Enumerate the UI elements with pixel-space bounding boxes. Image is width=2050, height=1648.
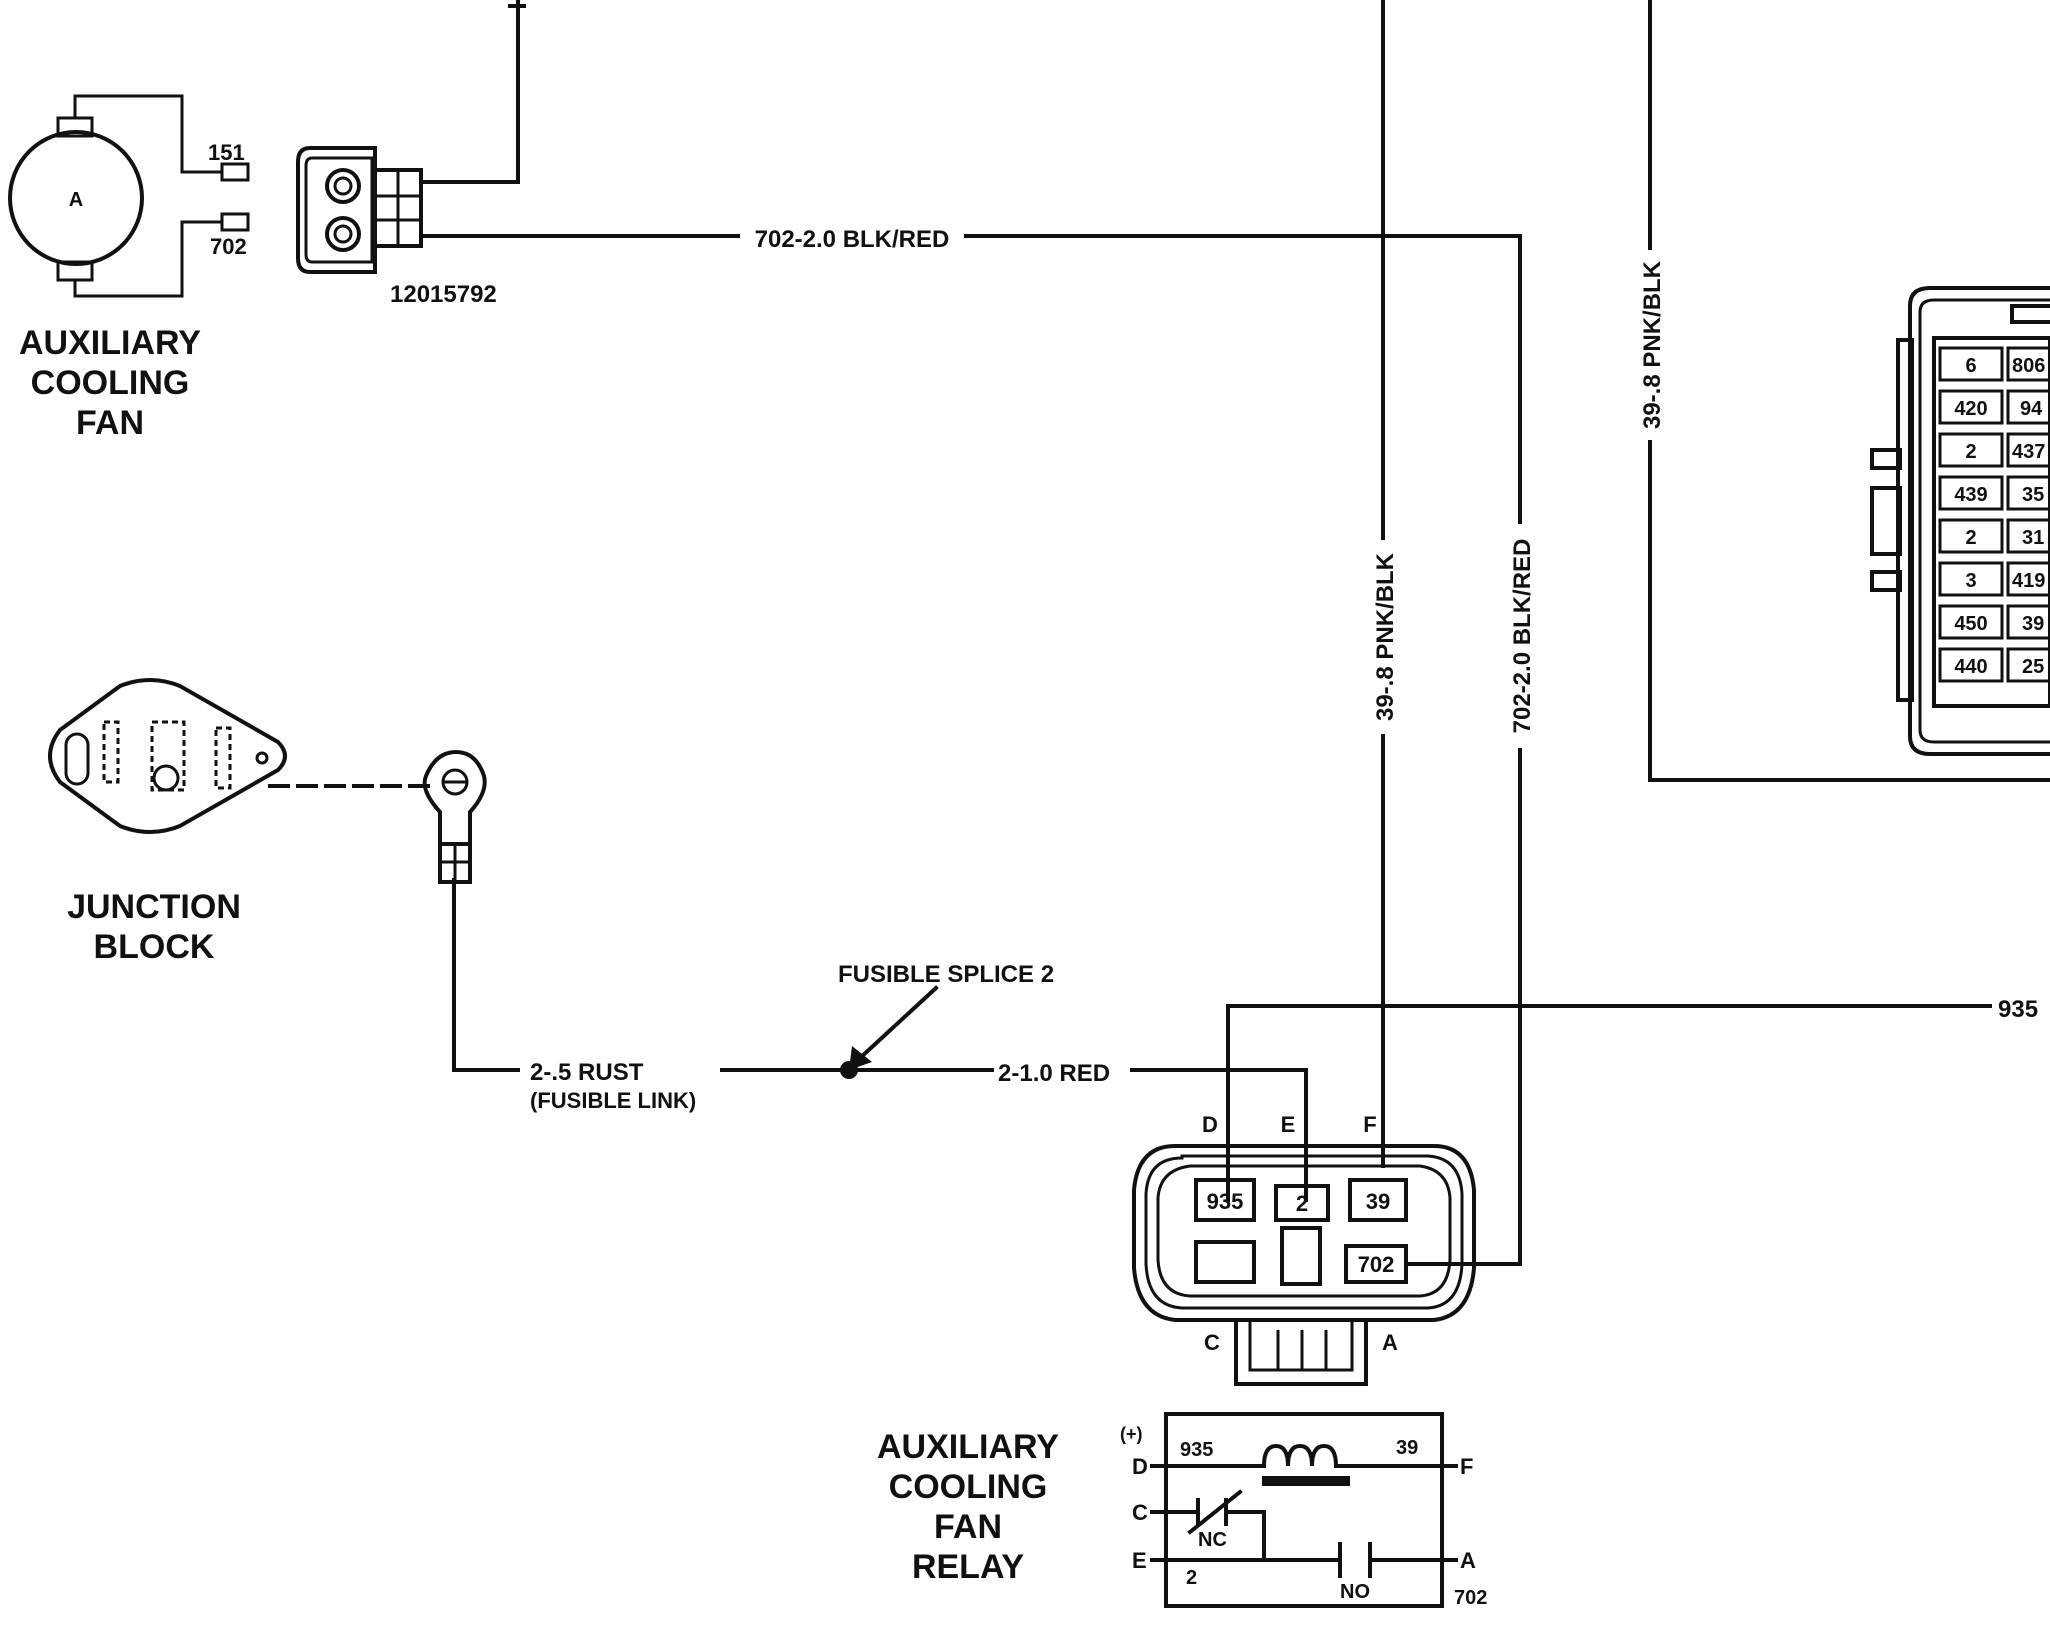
cavity-letter-e: E	[1281, 1112, 1296, 1137]
fuse-cell-left: 450	[1954, 613, 1987, 635]
fuse-cell-right: 25	[2022, 656, 2044, 678]
cavity-2: 2	[1296, 1191, 1308, 1216]
fan-title-line-1: AUXILIARY	[19, 324, 201, 362]
fuse-cell-left: 3	[1965, 570, 1976, 592]
fuse-cell-left: 439	[1954, 484, 1987, 506]
ring-terminal	[422, 749, 487, 884]
relay-circuit-2: 2	[1186, 1567, 1197, 1589]
fuse-row: 420 94	[1938, 389, 2050, 425]
motor-letter: A	[69, 189, 83, 211]
cavity-702: 702	[1358, 1252, 1395, 1277]
relay-schematic: AUXILIARY COOLING FAN RELAY (+) D C E F …	[877, 1412, 1487, 1609]
relay-pin-e: E	[1132, 1548, 1147, 1573]
fuse-row: 2 437	[1938, 432, 2050, 468]
fan-connector: 12015792	[296, 146, 497, 308]
cavity-letter-a: A	[1382, 1330, 1398, 1355]
fuse-row: 6 806	[1938, 346, 2050, 382]
relay-pin-f: F	[1460, 1454, 1473, 1479]
fuse-cell-left: 420	[1954, 398, 1987, 420]
auxiliary-cooling-fan: A 151 702 AUXILIARY COOLING FAN	[8, 94, 250, 442]
relay-pin-c: C	[1132, 1500, 1148, 1525]
fuse-row: 450 39	[1938, 604, 2050, 640]
fuse-cell-right: 35	[2022, 484, 2044, 506]
fan-motor-icon	[8, 130, 144, 266]
cavity-letter-c: C	[1204, 1330, 1220, 1355]
wire-label-2-red: 2-1.0 RED	[998, 1060, 1110, 1087]
connector-part-number: 12015792	[390, 281, 497, 308]
wire-label-39-right: 39-.8 PNK/BLK	[1639, 260, 1666, 429]
fuse-cell-right: 806	[2012, 355, 2045, 377]
wire-2	[452, 878, 1308, 1202]
cavity-39: 39	[1366, 1189, 1390, 1214]
fuse-row: 3 419	[1938, 561, 2050, 597]
junction-block: JUNCTION BLOCK	[48, 678, 287, 966]
terminal-151	[220, 162, 250, 182]
wire-151-up	[419, 0, 520, 184]
relay-title-line-2: COOLING	[889, 1468, 1048, 1506]
relay-nc-label: NC	[1198, 1529, 1227, 1551]
fuse-cell-left: 2	[1965, 527, 1976, 549]
wire-935	[1226, 1004, 2050, 1202]
junction-title-line-2: BLOCK	[94, 928, 215, 966]
fan-title-line-2: COOLING	[31, 364, 190, 402]
fuse-cell-right: 419	[2012, 570, 2045, 592]
junction-title-line-1: JUNCTION	[67, 888, 241, 926]
fan-title-line-3: FAN	[76, 404, 144, 442]
fuse-cell-right: 31	[2022, 527, 2044, 549]
relay-plus: (+)	[1120, 1424, 1143, 1444]
relay-pin-a: A	[1460, 1548, 1476, 1573]
wire-label-2-rust: 2-.5 RUST	[530, 1059, 644, 1086]
fuse-cell-left: 2	[1965, 441, 1976, 463]
relay-coil-core	[1262, 1476, 1350, 1486]
relay-circuit-702: 702	[1454, 1587, 1487, 1609]
relay-title-line-4: RELAY	[912, 1548, 1024, 1586]
cavity-letter-d: D	[1202, 1112, 1218, 1137]
relay-circuit-935: 935	[1180, 1439, 1213, 1461]
wire-label-702-vertical: 702-2.0 BLK/RED	[1509, 539, 1536, 734]
wire-label-39-left: 39-.8 PNK/BLK	[1372, 552, 1399, 721]
relay-title-line-1: AUXILIARY	[877, 1428, 1059, 1466]
terminal-702	[220, 212, 250, 232]
fuse-row: 439 35	[1938, 475, 2050, 511]
pin-label-702: 702	[210, 234, 247, 259]
pin-label-151: 151	[208, 140, 245, 165]
relay-pin-d: D	[1132, 1454, 1148, 1479]
fuse-cell-left: 6	[1965, 355, 1976, 377]
cavity-letter-f: F	[1363, 1112, 1376, 1137]
relay-circuit-39: 39	[1396, 1437, 1418, 1459]
wire-label-935: 935	[1998, 996, 2038, 1023]
fuse-cell-right: 94	[2020, 398, 2043, 420]
wire-label-fusible-link: (FUSIBLE LINK)	[530, 1088, 696, 1113]
relay-title-line-3: FAN	[934, 1508, 1002, 1546]
cavity-935: 935	[1207, 1189, 1244, 1214]
relay-connector: D E F 935 2 39 702 C A	[1132, 1112, 1476, 1386]
fuse-cell-right: 39	[2022, 613, 2044, 635]
splice-label: FUSIBLE SPLICE 2	[838, 961, 1054, 988]
fuse-block: 6 806 420 94 2 437 439 35 2 31 3 419	[1870, 286, 2050, 756]
fuse-row: 2 31	[1938, 518, 2050, 554]
fuse-row: 440 25	[1938, 647, 2050, 683]
fuse-cell-left: 440	[1954, 656, 1987, 678]
fuse-cell-right: 437	[2012, 441, 2045, 463]
relay-no-label: NO	[1340, 1581, 1370, 1603]
wire-702	[419, 234, 1522, 1266]
wire-label-702-horizontal: 702-2.0 BLK/RED	[755, 226, 950, 253]
